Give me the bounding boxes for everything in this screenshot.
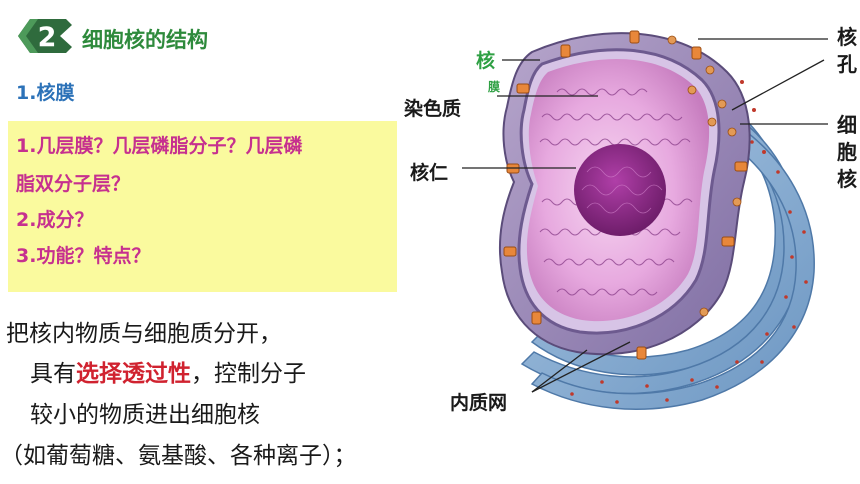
subtitle: 1.核膜	[16, 82, 75, 104]
label-nucleolus: 核仁	[410, 162, 449, 184]
body-text-line: 把核内物质与细胞质分开，	[6, 321, 282, 347]
label-nuclear-membrane-2: 膜	[488, 80, 501, 94]
body-text-line: （如葡萄糖、氨基酸、各种离子）；	[0, 443, 357, 469]
pore-rosettes	[667, 35, 742, 317]
label-nuclear-pore: 核 孔	[837, 25, 857, 76]
nucleus-illustration	[462, 30, 830, 411]
cytoplasm-dots	[740, 80, 766, 154]
section-number: 2	[38, 22, 57, 53]
selective-permeability-highlight: 选择透过性	[76, 361, 191, 387]
body-text-prefix: 具有	[30, 361, 76, 387]
question-box: 1.几层膜？几层磷脂分子？几层磷 脂双分子层？ 2.成分？ 3.功能？特点？	[8, 121, 397, 292]
nucleolus-shape	[574, 144, 666, 236]
question-line: 2.成分？	[16, 209, 94, 231]
ribosome-dots	[570, 140, 808, 404]
label-cell-nucleus: 细 胞 核	[837, 113, 857, 191]
label-endoplasmic-reticulum: 内质网	[450, 392, 508, 414]
question-line: 1.几层膜？几层磷脂分子？几层磷	[16, 135, 303, 157]
question-line: 3.功能？特点？	[16, 245, 151, 267]
leader-lines	[462, 38, 830, 393]
section-number-badge: 2	[16, 16, 74, 56]
question-line: 脂双分子层？	[16, 173, 131, 195]
label-nuclear-membrane: 核	[476, 50, 496, 72]
body-text-suffix: ，控制分子	[191, 361, 306, 387]
nucleus-diagram: 核 膜 染色质 核仁 内质网	[392, 12, 830, 414]
label-chromatin: 染色质	[404, 98, 462, 120]
nuclear-pores	[503, 30, 748, 360]
nucleolus-texture	[581, 166, 663, 214]
section-title: 细胞核的结构	[82, 28, 208, 52]
body-text-line: 具有选择透过性，控制分子	[30, 354, 306, 388]
body-text-line: 较小的物质进出细胞核	[30, 402, 260, 428]
